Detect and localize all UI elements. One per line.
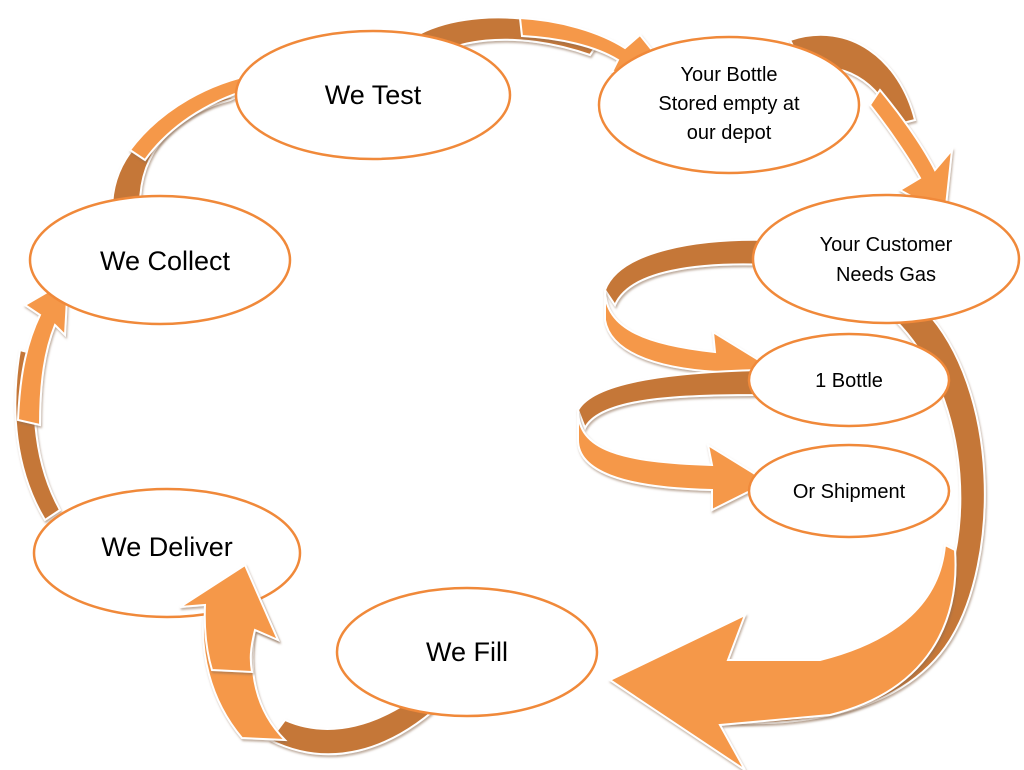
node-or-shipment: Or Shipment — [747, 443, 951, 539]
node-label-line: Stored empty at — [658, 93, 800, 115]
node-label: 1 Bottle — [815, 370, 883, 392]
node-label: We Test — [325, 80, 422, 110]
arrow-customer-to-shipment — [576, 368, 762, 431]
node-we-collect: We Collect — [28, 194, 292, 326]
arrow-fill-to-deliver-tip — [179, 563, 280, 674]
node-one-bottle: 1 Bottle — [747, 332, 951, 428]
arrow-customer-to-fill-head — [607, 543, 957, 770]
node-label: We Fill — [426, 637, 508, 667]
node-customer-needs-gas: Your Customer Needs Gas — [751, 193, 1021, 325]
arrow-customer-to-shipment-head — [577, 409, 771, 512]
node-label-line: Your Customer — [820, 234, 953, 256]
node-label: We Deliver — [101, 532, 233, 562]
node-label-line: our depot — [687, 122, 772, 144]
node-we-fill: We Fill — [335, 586, 599, 718]
node-label: We Collect — [100, 246, 231, 276]
node-your-bottle: Your Bottle Stored empty at our depot — [597, 35, 861, 175]
node-we-test: We Test — [234, 29, 512, 161]
node-label-line: Your Bottle — [680, 64, 777, 86]
node-label-line: Needs Gas — [836, 264, 936, 286]
node-label: Or Shipment — [793, 481, 906, 503]
arrow-deliver-to-collect-head — [16, 278, 70, 427]
arrow-customer-to-one-bottle — [603, 238, 771, 308]
